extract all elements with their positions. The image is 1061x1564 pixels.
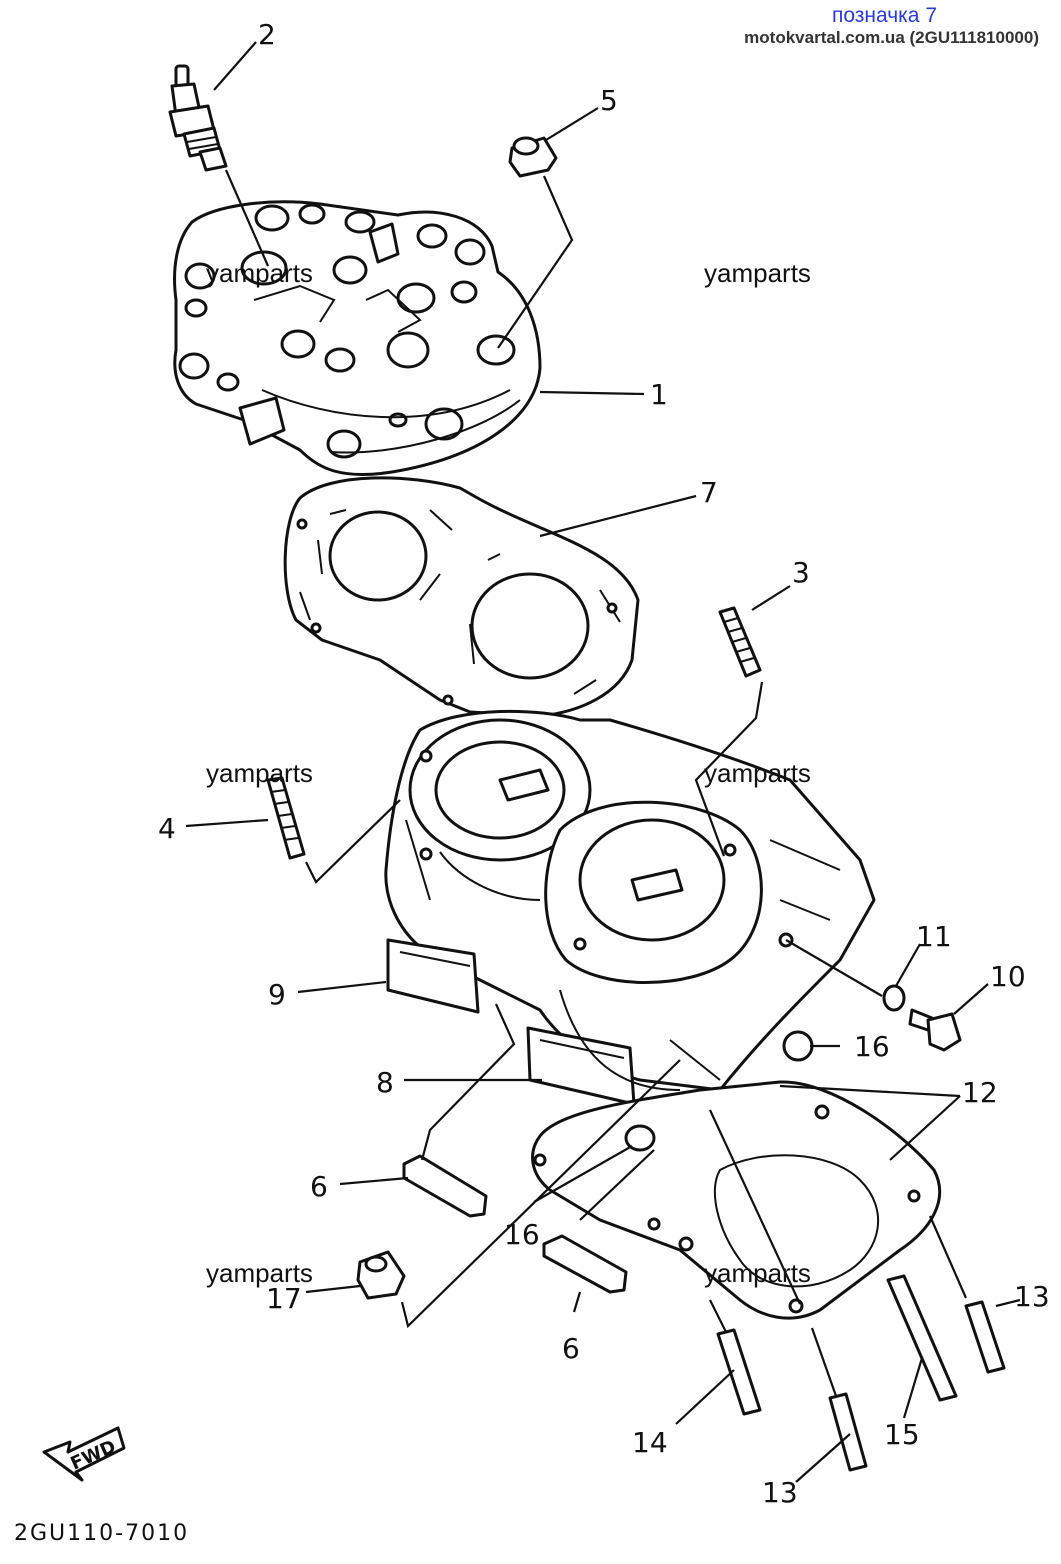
callout-labels: 2 5 1 7 3 4 9 8 6 16 6 17 11 10 16 12 13… bbox=[158, 18, 1050, 1509]
part-head-gasket bbox=[283, 476, 640, 718]
watermark-text: yamparts bbox=[704, 1258, 811, 1288]
callout-7: 7 bbox=[700, 476, 718, 509]
part-washer bbox=[882, 984, 906, 1012]
watermark-text: yamparts bbox=[206, 258, 313, 288]
watermarks: yamparts yamparts yamparts yamparts yamp… bbox=[206, 258, 811, 1288]
callout-15: 15 bbox=[884, 1418, 920, 1451]
part-stud-15 bbox=[886, 1274, 958, 1402]
part-stud-13-upper bbox=[964, 1300, 1006, 1374]
callout-2: 2 bbox=[258, 18, 276, 51]
part-cap-nut-bottom bbox=[356, 1250, 406, 1300]
part-cylinder-head bbox=[173, 200, 542, 476]
callout-13-lower: 13 bbox=[762, 1476, 798, 1509]
drawing-code: 2GU110-7010 bbox=[14, 1521, 189, 1546]
watermark-text: yamparts bbox=[704, 258, 811, 288]
part-plate-a bbox=[402, 1154, 488, 1218]
callout-13-upper: 13 bbox=[1014, 1280, 1050, 1313]
callout-10: 10 bbox=[990, 960, 1026, 993]
callout-16-lower: 16 bbox=[504, 1218, 540, 1251]
header-subtitle: motokvartal.com.ua (2GU111810000) bbox=[744, 28, 1039, 47]
part-plug-b bbox=[782, 1030, 814, 1062]
part-spark-plug bbox=[168, 64, 228, 172]
part-cylinder-block bbox=[384, 709, 876, 1106]
callout-11: 11 bbox=[916, 920, 952, 953]
callout-17: 17 bbox=[266, 1282, 302, 1315]
part-plate-b bbox=[542, 1234, 628, 1294]
callout-8: 8 bbox=[376, 1066, 394, 1099]
callout-14: 14 bbox=[632, 1426, 668, 1459]
part-bolt bbox=[908, 1008, 962, 1052]
leader-lines bbox=[185, 41, 1021, 1483]
part-stud-side bbox=[266, 776, 306, 860]
watermark-text: yamparts bbox=[206, 1258, 313, 1288]
part-stud-short bbox=[718, 606, 762, 678]
callout-5: 5 bbox=[600, 84, 618, 117]
part-cap-nut-top bbox=[508, 136, 558, 178]
part-stud-13-lower bbox=[828, 1392, 868, 1472]
watermark-text: yamparts bbox=[704, 758, 811, 788]
callout-1: 1 bbox=[650, 378, 668, 411]
header-title: позначка 7 bbox=[831, 4, 937, 27]
callout-6-lower: 6 bbox=[562, 1332, 580, 1365]
watermark-text: yamparts bbox=[206, 758, 313, 788]
callout-4: 4 bbox=[158, 812, 176, 845]
callout-9: 9 bbox=[268, 978, 286, 1011]
callout-6-upper: 6 bbox=[310, 1170, 328, 1203]
callout-12: 12 bbox=[962, 1076, 998, 1109]
fwd-arrow-icon: FWD bbox=[42, 1426, 126, 1482]
callout-16-upper: 16 bbox=[854, 1030, 890, 1063]
part-stud-14 bbox=[716, 1328, 762, 1416]
part-plug-a bbox=[624, 1124, 656, 1152]
callout-3: 3 bbox=[792, 556, 810, 589]
